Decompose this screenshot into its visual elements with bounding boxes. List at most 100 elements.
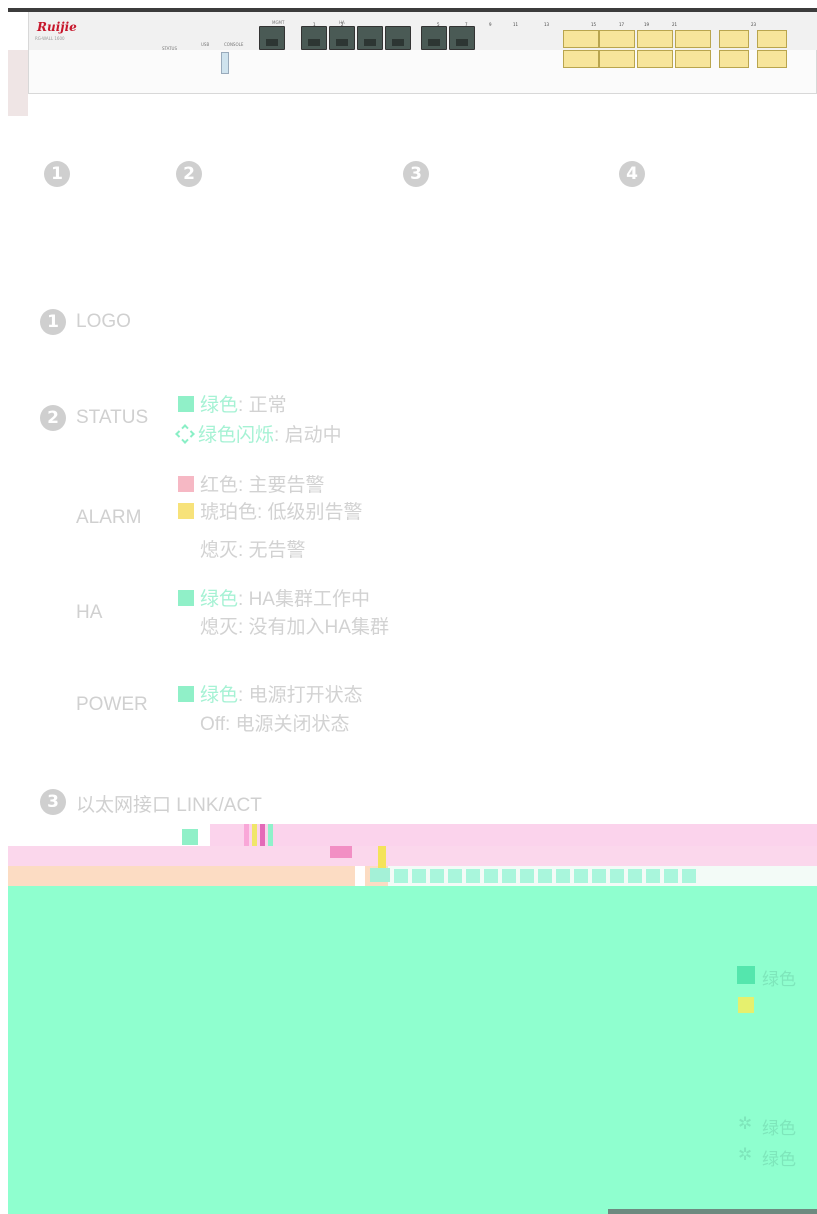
ethernet-port[interactable] — [421, 26, 447, 50]
green-led-swatch — [182, 829, 198, 845]
callout-number: 1 — [44, 161, 70, 187]
brand-logo: Ruijie — [37, 20, 77, 34]
off-led-swatch — [178, 541, 194, 557]
green-led-swatch — [178, 395, 194, 412]
sfp-port[interactable] — [719, 50, 749, 68]
sfp-port[interactable] — [757, 30, 787, 48]
panel-top-edge — [8, 8, 817, 12]
legend-text: 熄灭: 没有加入HA集群 — [200, 617, 389, 638]
status-led-label: STATUS — [162, 46, 178, 51]
sfp-port-group-3 — [719, 30, 787, 48]
led-swatch — [628, 869, 642, 883]
colour-stripe — [378, 846, 386, 868]
port-number: 13 — [544, 22, 550, 27]
sfp-port[interactable] — [563, 30, 599, 48]
legend-item: 绿色: 正常 — [178, 390, 287, 417]
colour-stripe — [355, 866, 365, 886]
legend-number: 2 — [40, 405, 66, 431]
led-swatch — [574, 869, 588, 883]
colour-stripe — [268, 824, 273, 846]
legend-title-ethernet: 以太网接口 LINK/ACT — [76, 795, 262, 816]
legend-color-word: 绿色 — [762, 1119, 796, 1139]
legend-item: 绿色: 电源打开状态 — [178, 680, 363, 707]
model-label: RG-WALL 1600 — [35, 36, 65, 41]
amber-led-swatch — [738, 997, 754, 1013]
legend-item: 熄灭: 没有加入HA集群 — [178, 612, 389, 639]
ethernet-port[interactable] — [301, 26, 327, 50]
legend-text: : 正常 — [238, 395, 287, 416]
sfp-port-group-2 — [599, 30, 711, 48]
port-number: 11 — [513, 22, 519, 27]
green-led-swatch — [178, 589, 194, 606]
legend-color-word: 绿色 — [762, 1150, 796, 1170]
colour-band — [8, 866, 388, 886]
led-swatch — [646, 869, 660, 883]
ethernet-port-group-2 — [421, 26, 475, 50]
mgmt-port-group — [259, 26, 285, 50]
led-swatch — [538, 869, 552, 883]
panel-left-tab — [8, 50, 28, 116]
callout-number: 4 — [619, 161, 645, 187]
legend-title-power: POWER — [76, 694, 148, 715]
colour-band — [8, 846, 817, 866]
usb-port[interactable] — [221, 52, 229, 74]
sfp-port-group-3b — [719, 50, 787, 68]
port-number: 23 — [751, 22, 757, 27]
legend-item: 红色: 主要告警 — [178, 470, 325, 497]
ethernet-port[interactable] — [357, 26, 383, 50]
legend-number: 3 — [40, 789, 66, 815]
sfp-port-group-1b — [563, 50, 599, 68]
legend-color-word: 绿色 — [200, 395, 239, 416]
legend-text: : HA集群工作中 — [238, 589, 370, 610]
green-led-swatch — [737, 966, 755, 984]
sfp-port[interactable] — [637, 30, 673, 48]
led-swatch — [664, 869, 678, 883]
ethernet-port[interactable] — [385, 26, 411, 50]
legend-color-word: 绿色 — [762, 970, 796, 990]
ethernet-port-group-1 — [301, 26, 411, 50]
colour-stripe — [260, 824, 265, 846]
legend-title-status: STATUS — [76, 407, 149, 428]
legend-title-ha: HA — [76, 602, 103, 623]
sfp-port[interactable] — [599, 50, 635, 68]
sfp-port[interactable] — [719, 30, 749, 48]
legend-item: 熄灭: 无告警 — [178, 535, 306, 562]
sfp-port[interactable] — [675, 50, 711, 68]
green-led-swatch — [178, 685, 194, 702]
legend-item: 绿色闪烁: 启动中 — [175, 420, 342, 447]
led-swatch — [520, 869, 534, 883]
sfp-port[interactable] — [637, 50, 673, 68]
callout-number: 3 — [403, 161, 429, 187]
led-swatch — [394, 869, 408, 883]
legend-text: : 电源打开状态 — [238, 685, 363, 706]
legend-text: Off: 电源关闭状态 — [200, 714, 350, 735]
legend-title-alarm: ALARM — [76, 507, 142, 528]
led-swatch — [448, 869, 462, 883]
led-swatch — [610, 869, 624, 883]
ethernet-port[interactable] — [449, 26, 475, 50]
blink-led-icon: ✲ — [738, 1114, 753, 1134]
legend-color-word: 绿色 — [200, 589, 239, 610]
sfp-port[interactable] — [563, 50, 599, 68]
sfp-port-group-1 — [563, 30, 599, 48]
led-swatch — [484, 869, 498, 883]
legend-item: Off: 电源关闭状态 — [178, 709, 350, 736]
sfp-port[interactable] — [675, 30, 711, 48]
console-label: CONSOLE — [224, 42, 244, 47]
sfp-port[interactable] — [599, 30, 635, 48]
legend-title-logo: LOGO — [76, 311, 131, 332]
blink-led-icon: ✲ — [738, 1145, 753, 1165]
port-number: 17 — [619, 22, 625, 27]
ha-label: HA — [339, 20, 345, 25]
mgmt-label: MGMT — [272, 20, 285, 25]
sfp-port[interactable] — [757, 50, 787, 68]
legend-text: 熄灭: 无告警 — [200, 540, 306, 561]
blink-led-icon — [175, 423, 195, 444]
port-number: 7 — [465, 22, 468, 27]
ethernet-port[interactable] — [329, 26, 355, 50]
led-swatch — [502, 869, 516, 883]
port-number: 9 — [489, 22, 492, 27]
mgmt-port[interactable] — [259, 26, 285, 50]
led-swatch-row — [388, 866, 817, 886]
amber-led-swatch — [178, 502, 194, 519]
